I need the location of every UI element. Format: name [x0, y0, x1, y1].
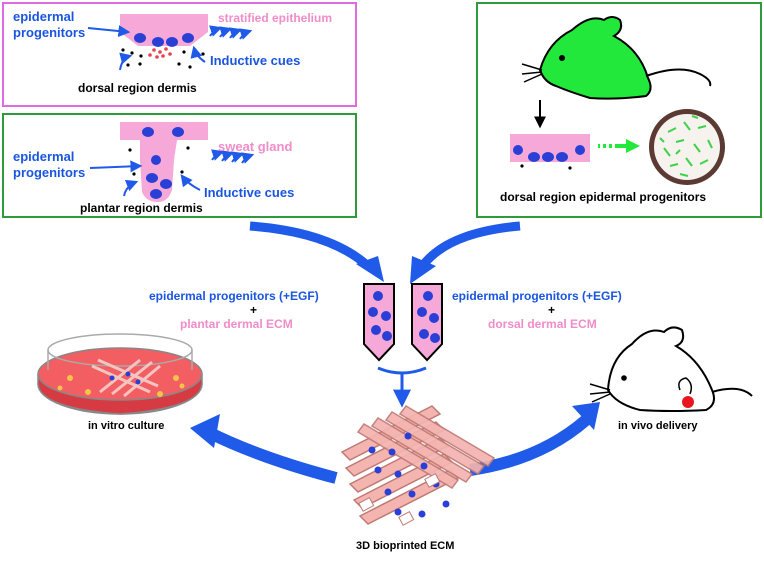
- plantar-cue-arrow-2: [180, 174, 201, 191]
- right-tube-label-2: dorsal dermal ECM: [488, 317, 597, 331]
- plantar-region-label: plantar region dermis: [80, 201, 203, 215]
- bioprinted-scaffold: [340, 405, 496, 526]
- epidermal-sheet-dots: [520, 164, 572, 170]
- dorsal-red-dots: [148, 47, 172, 59]
- implant-site: [682, 396, 694, 408]
- merge-bracket: [377, 366, 427, 375]
- plantar-gland-arrows: [210, 149, 255, 164]
- plantar-cue-arrow-1: [123, 179, 139, 197]
- dorsal-epithelium-arrows: [208, 25, 253, 40]
- petri-dish-inner: [654, 114, 720, 180]
- dorsal-epithelium: [120, 14, 208, 46]
- plantar-cells: [142, 127, 184, 199]
- epidermal-sheet-cells: [513, 145, 585, 162]
- dorsal-progenitor-arrow: [87, 25, 131, 38]
- plantar-progenitors-label-2: progenitors: [13, 165, 86, 180]
- petri-dish-cells: [659, 115, 713, 177]
- dorsal-cue-arrow-2: [190, 45, 206, 63]
- arrow-to-mouse-head: [572, 402, 600, 430]
- curved-arrow-left-head: [356, 256, 384, 282]
- panel-dorsal: [2, 2, 357, 107]
- green-mouse-whiskers: [521, 63, 543, 83]
- bioprinted-label: 3D bioprinted ECM: [356, 540, 455, 552]
- left-tube-label-2: plantar dermal ECM: [180, 317, 293, 331]
- curved-arrow-left: [249, 221, 371, 270]
- culture-dish: [37, 333, 203, 415]
- dorsal-region-label: dorsal region dermis: [78, 81, 197, 95]
- in-vitro-label: in vitro culture: [88, 420, 165, 432]
- dorsal-cue-arrow-1: [119, 52, 133, 71]
- dorsal-cues-label: Inductive cues: [210, 53, 301, 68]
- green-arrow-head: [626, 139, 640, 153]
- dorsal-epithelium-label: stratified epithelium: [218, 11, 333, 25]
- green-mouse-eye: [559, 55, 565, 61]
- right-tube-plus: +: [548, 303, 556, 317]
- dorsal-progenitors-label-2: progenitors: [13, 25, 86, 40]
- left-tube-label-1: epidermal progenitors (+EGF): [149, 289, 319, 303]
- panel-plantar: [2, 113, 357, 218]
- plantar-cues-label: Inductive cues: [204, 185, 295, 200]
- curved-arrow-right: [420, 221, 521, 267]
- arrow-to-culture-head: [190, 414, 220, 448]
- white-mouse: [589, 326, 753, 412]
- in-vivo-label: in vivo delivery: [618, 420, 698, 432]
- plantar-gland-label: sweat gland: [218, 139, 293, 154]
- dorsal-epidermal-progenitors-label: dorsal region epidermal progenitors: [500, 190, 707, 204]
- dorsal-progenitors-label-1: epidermal: [13, 9, 75, 24]
- arrow-to-mouse: [469, 415, 590, 476]
- plantar-gland: [120, 122, 208, 202]
- plantar-black-dots: [128, 146, 190, 176]
- green-mouse-tail: [645, 68, 712, 87]
- curved-arrow-right-head: [410, 256, 436, 284]
- left-tube-plus: +: [250, 303, 258, 317]
- panel-mouse: [476, 2, 762, 218]
- arrow-to-culture: [205, 426, 338, 484]
- green-mouse-body: [538, 16, 652, 100]
- dorsal-cells: [134, 33, 194, 47]
- tube-left: [363, 283, 395, 362]
- tube-right: [411, 283, 443, 362]
- panel-mouse-border: [476, 2, 762, 218]
- plantar-progenitors-label-1: epidermal: [13, 149, 75, 164]
- plantar-progenitor-arrow: [89, 160, 143, 173]
- right-tube-label-1: epidermal progenitors (+EGF): [452, 289, 622, 303]
